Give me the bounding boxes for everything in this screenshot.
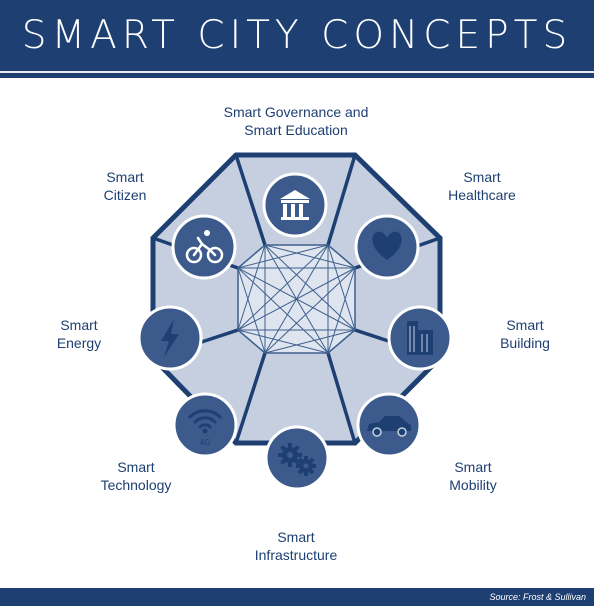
- car-icon: [356, 392, 422, 458]
- cyclist-icon: [171, 214, 237, 280]
- source-credit: Source: Frost & Sullivan: [489, 592, 586, 602]
- 4g-label: 4G: [200, 438, 211, 447]
- title-banner: SMART CITY CONCEPTS: [0, 0, 594, 78]
- skyscraper-icon: [387, 305, 453, 371]
- lightning-icon: [137, 305, 203, 371]
- title-underline: [0, 71, 594, 73]
- footer-bar: Source: Frost & Sullivan: [0, 588, 594, 606]
- wifi-4g-icon: 4G: [172, 392, 238, 458]
- page-title: SMART CITY CONCEPTS: [21, 13, 573, 58]
- network-lines: [237, 244, 356, 354]
- government-building-icon: [262, 172, 328, 238]
- gears-icon: [264, 425, 330, 491]
- heart-icon: [354, 214, 420, 280]
